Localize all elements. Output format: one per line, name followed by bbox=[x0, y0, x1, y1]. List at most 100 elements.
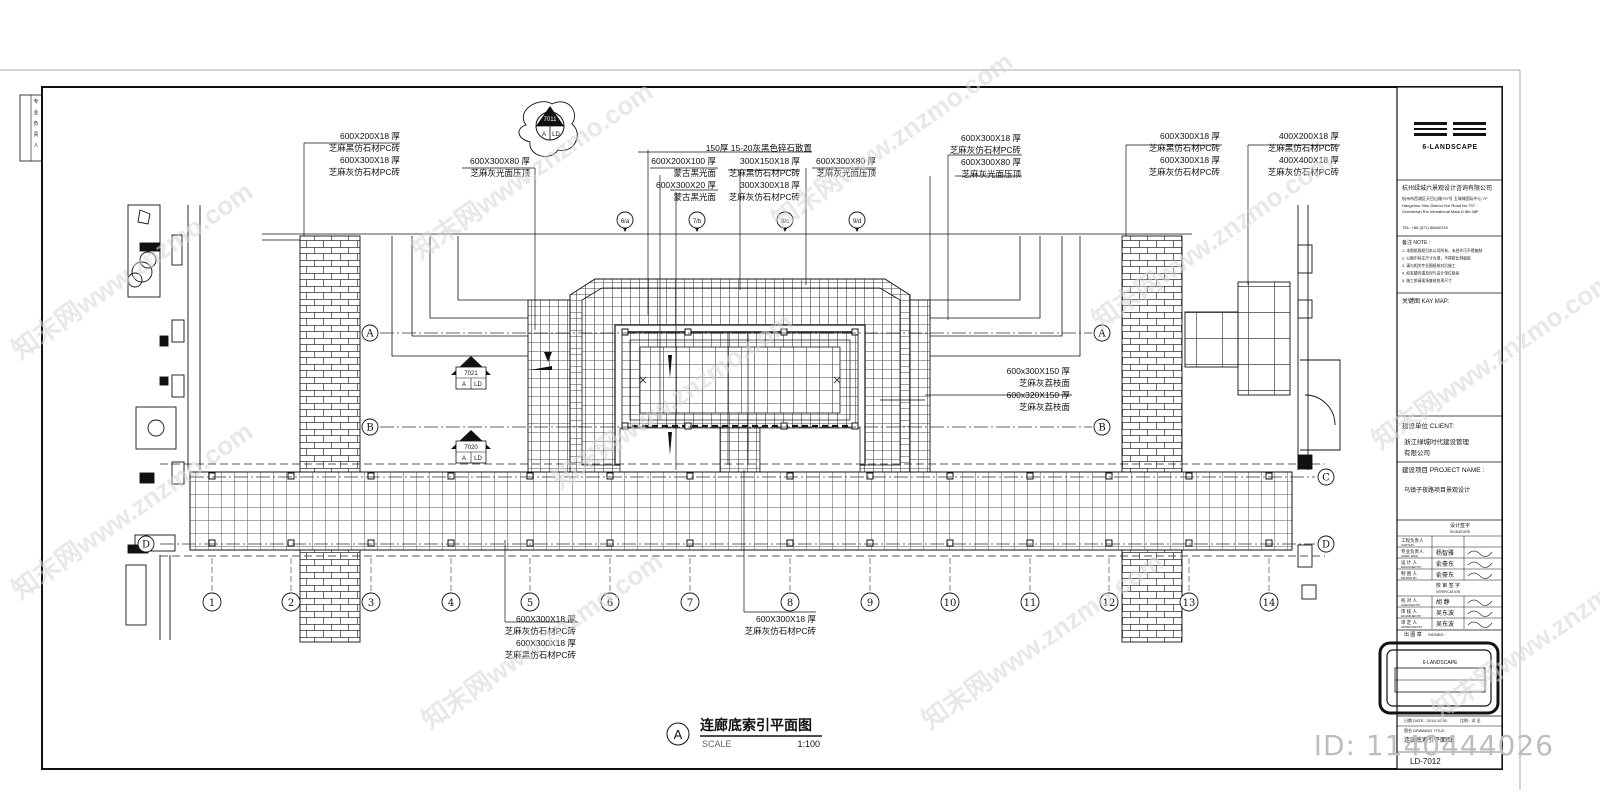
corridor-post bbox=[866, 472, 874, 480]
company-logo-text: 6-LANDSCAPE bbox=[1422, 144, 1477, 151]
annotation-top-b: 600X300X80 厚 bbox=[816, 156, 877, 166]
verify-role-en: EXAMINED BY bbox=[1401, 614, 1422, 618]
column-axis-bubble-7 bbox=[680, 592, 700, 612]
annotation-top-right-3: 400X200X18 厚 bbox=[1279, 131, 1340, 141]
corridor-post bbox=[946, 472, 954, 480]
annotation-top-center-2: 蒙古黑光面 bbox=[673, 168, 716, 178]
section-mark-7020: 7020 A LD bbox=[451, 430, 491, 464]
left-strip: 专业负责人 bbox=[19, 94, 43, 162]
row-axis-bubble-A bbox=[1093, 324, 1111, 342]
watermark-text: 知末网www.znzmo.com bbox=[416, 546, 668, 735]
corridor-post bbox=[526, 539, 534, 547]
column-axis-bubble-2 bbox=[281, 592, 301, 612]
corridor-post bbox=[1265, 539, 1273, 547]
corridor-post bbox=[686, 472, 694, 480]
annotation-bottom-left: 600X300X18 厚 bbox=[516, 638, 577, 648]
sign-role: 制 图 人 bbox=[1401, 570, 1418, 577]
key-map-label: 关键图 KAY MAP: bbox=[1402, 297, 1450, 305]
client-label: 建设单位 CLIENT: bbox=[1402, 421, 1454, 430]
annotation-mid-right: 芝麻灰荔枝面 bbox=[1019, 402, 1071, 412]
drawing-date: 日期 DATE : 2019.10.30 bbox=[1404, 717, 1448, 723]
sign-name: 俞豪东 bbox=[1436, 560, 1454, 568]
column-axis-label: 7 bbox=[687, 598, 693, 609]
annotation-top-left: 芝麻灰仿石材PC砖 bbox=[329, 167, 401, 177]
verify-role: 校 对 人 bbox=[1401, 597, 1418, 604]
note-line: 5. 施工前请现场复核各项尺寸 bbox=[1402, 278, 1452, 283]
annotation-top-right-2: 600X300X18 厚 bbox=[1160, 131, 1221, 141]
left-strip-char: 专 bbox=[33, 98, 38, 105]
verification-header: 校 审 签 字 bbox=[1436, 582, 1460, 589]
corridor-post bbox=[1265, 472, 1273, 480]
annotation-top-center-2: 蒙古黑光面 bbox=[673, 192, 716, 202]
annotation-top-right-1: 芝麻灰光面压顶 bbox=[961, 169, 1021, 179]
corridor-post bbox=[526, 472, 534, 480]
row-axis-label: D bbox=[142, 540, 150, 551]
signature-header: 设计签字 bbox=[1450, 522, 1470, 529]
annotation-bottom-left: 芝麻黑仿石材PC砖 bbox=[505, 650, 577, 660]
stamp-logo-text: 6-LANDSCAPE bbox=[1423, 660, 1458, 666]
annotation-bottom-left: 600X300X18 厚 bbox=[516, 614, 577, 624]
drawing-title-text: 连廊底索引平面图 bbox=[700, 717, 812, 733]
annotation-top-a: 600X300X80 厚 bbox=[470, 156, 531, 166]
company-address-en-2: Greentown Rm Intrnational Mata D 8th 08F bbox=[1402, 209, 1479, 214]
drawing-scale-note: 比例 : 详 见 bbox=[1460, 717, 1480, 723]
verify-role: 审 核 人 bbox=[1401, 608, 1418, 615]
sub-axis-label: 9/d bbox=[853, 219, 861, 225]
column-axis-label: 13 bbox=[1183, 598, 1196, 609]
drawing-title-mark: A bbox=[674, 727, 683, 742]
note-line: 1. 本图纸版权归本公司所有，未经许可不得复制 bbox=[1402, 248, 1482, 253]
company-name: 杭州绿城六景观设计咨询有限公司 bbox=[1402, 184, 1492, 192]
column-axis-label: 14 bbox=[1263, 598, 1276, 609]
annotation-top-center-2: 600X300X20 厚 bbox=[656, 180, 717, 190]
sign-role: 专业负责人 bbox=[1401, 548, 1424, 555]
verify-name: 吴东波 bbox=[1436, 620, 1454, 628]
row-axis-label: C bbox=[1322, 473, 1330, 484]
watermark-text: 知末网www.znzmo.com bbox=[6, 176, 258, 365]
row-axes bbox=[160, 332, 1315, 545]
stamp-label: 出 图 章 bbox=[1404, 631, 1422, 638]
section-mark-number: 7021 bbox=[464, 371, 478, 377]
column-axis-bubble-11 bbox=[1020, 592, 1040, 612]
annotation-top-center-3: 300X150X18 厚 bbox=[740, 156, 801, 166]
column-axis-label: 3 bbox=[368, 598, 374, 609]
annotation-bottom-center: 芝麻灰仿石材PC砖 bbox=[745, 626, 817, 636]
section-mark-sheet: LD bbox=[474, 382, 482, 388]
client-name: 浙江绿城时代建设管理 bbox=[1404, 437, 1470, 446]
corridor-post bbox=[287, 472, 295, 480]
right-paving bbox=[1184, 281, 1291, 396]
sign-role-en: DRAWN BY bbox=[1401, 576, 1417, 580]
drawing-scale-label: SCALE bbox=[702, 739, 732, 749]
column-axis-bubble-1 bbox=[202, 592, 222, 612]
annotation-top-right-1: 芝麻灰仿石材PC砖 bbox=[950, 145, 1022, 155]
corridor-post bbox=[208, 472, 216, 480]
company-tel: TEL: +86 (571) 86682239 bbox=[1402, 225, 1448, 230]
section-mark-number: 7011 bbox=[544, 117, 558, 123]
sub-axis-label: 7/b bbox=[693, 219, 702, 225]
annotation-top-left: 600X200X18 厚 bbox=[340, 131, 401, 141]
corridor-post bbox=[1026, 472, 1034, 480]
row-axis-label: B bbox=[1098, 423, 1105, 434]
annotation-top-a: 芝麻灰光面压顶 bbox=[470, 168, 530, 178]
annotation-top-b: 芝麻灰光面压顶 bbox=[816, 168, 876, 178]
column-axis-label: 5 bbox=[527, 598, 533, 609]
image-id-label: ID: 1140444026 bbox=[1313, 729, 1554, 762]
corridor-post bbox=[1185, 539, 1193, 547]
verify-role: 审 定 人 bbox=[1401, 619, 1418, 626]
upper-edge-lines bbox=[262, 233, 1192, 357]
row-axis-bubble-B bbox=[361, 418, 379, 436]
row-axis-bubble-D bbox=[137, 535, 155, 553]
annotation-top-right-3: 400X400X18 厚 bbox=[1279, 155, 1340, 165]
note-line: 3. 请与相关专业图纸核对后施工 bbox=[1402, 263, 1456, 268]
annotation-bottom-left: 芝麻灰仿石材PC砖 bbox=[505, 626, 577, 636]
sign-role-en: CAPTAIN bbox=[1401, 543, 1414, 547]
section-mark-sub: A bbox=[462, 456, 466, 462]
corridor-post bbox=[866, 539, 874, 547]
drawing-title: A 连廊底索引平面图 SCALE 1:100 bbox=[666, 717, 822, 749]
column-axis-bubble-14 bbox=[1259, 592, 1279, 612]
stamp-label-en: SIGNED : bbox=[1428, 632, 1446, 637]
sign-role-en: DESIGNED BY bbox=[1401, 565, 1422, 569]
annotation-top-left: 芝麻黑仿石材PC砖 bbox=[329, 143, 401, 153]
drawing-scale-value: 1:100 bbox=[797, 739, 820, 749]
signature-header-en: SIGNATURE bbox=[1450, 530, 1471, 534]
row-axis-bubble-A bbox=[361, 324, 379, 342]
